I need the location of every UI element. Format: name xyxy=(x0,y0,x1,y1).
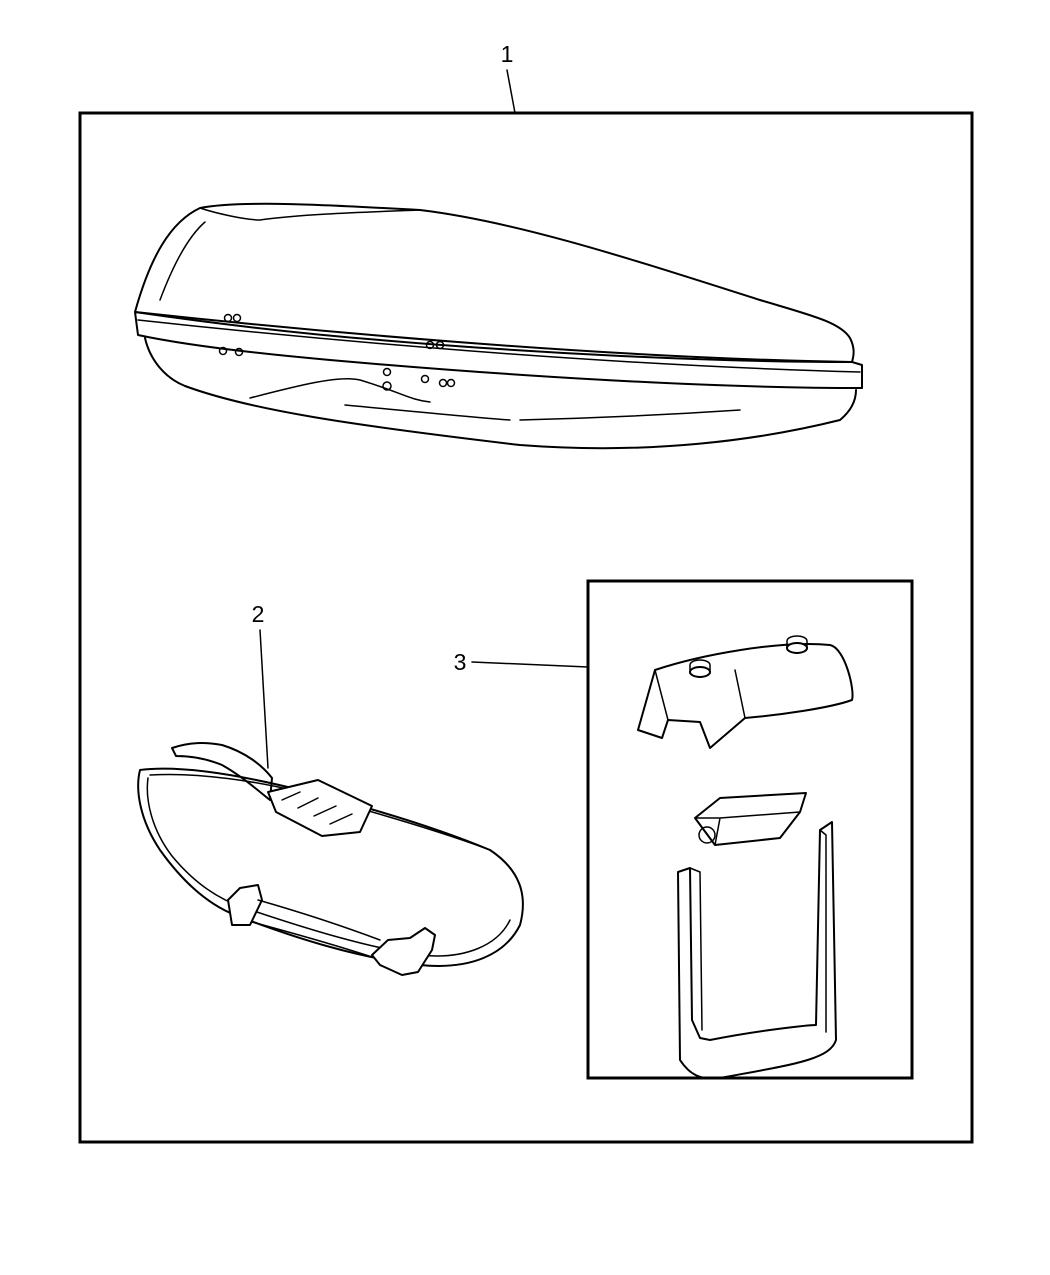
mounting-hardware-frame xyxy=(586,579,914,1080)
carrier-base-groove xyxy=(344,404,511,421)
carrier-lid xyxy=(134,202,855,363)
hardware-cover-cap-edges xyxy=(654,669,746,721)
carrier-base xyxy=(144,337,857,450)
u-bolt-inner-right xyxy=(819,829,827,1033)
callout-number-3: 3 xyxy=(454,649,467,675)
strap-loose-end xyxy=(171,742,273,801)
strap-clip-left xyxy=(227,884,263,926)
leader-line-1 xyxy=(506,69,516,114)
carrier-base-contour xyxy=(249,377,431,403)
hardware-cover-cap xyxy=(637,643,854,749)
leader-line-3 xyxy=(471,661,589,668)
hardware-u-bolt xyxy=(677,821,837,1080)
hardware-square-nut-edges xyxy=(694,811,801,846)
square-nut-bore xyxy=(698,826,716,844)
strap-clip-right xyxy=(371,927,436,976)
leader-line-2 xyxy=(259,629,269,769)
carrier-lid-edge xyxy=(159,221,206,301)
cover-cap-stud-left xyxy=(689,666,711,678)
carrier-base-groove-2 xyxy=(519,409,741,421)
kit-outer-frame xyxy=(78,111,974,1144)
mounting-hardware-illustration xyxy=(637,635,854,1080)
callout-number-2: 2 xyxy=(252,601,265,627)
hardware-square-nut xyxy=(694,792,807,846)
cover-cap-stud-right-top xyxy=(786,635,808,649)
cover-cap-stud-left-top xyxy=(689,659,711,673)
cover-cap-stud-right xyxy=(786,642,808,654)
strap-lower-band xyxy=(257,899,381,941)
carrier-lid-ridge xyxy=(199,207,421,221)
u-bolt-inner-left xyxy=(689,867,703,1031)
carrier-rim-line xyxy=(137,319,861,373)
strap-buckle xyxy=(267,779,373,837)
carrier-mounting-holes xyxy=(218,313,456,391)
strap-lower-band-2 xyxy=(251,921,376,959)
callout-number-1: 1 xyxy=(501,41,514,67)
strap-loop-inner xyxy=(146,777,511,957)
carrier-rim xyxy=(134,311,863,389)
tie-down-strap-illustration xyxy=(137,742,524,976)
strap-buckle-ribs xyxy=(281,791,353,825)
cargo-carrier-illustration xyxy=(134,202,863,450)
